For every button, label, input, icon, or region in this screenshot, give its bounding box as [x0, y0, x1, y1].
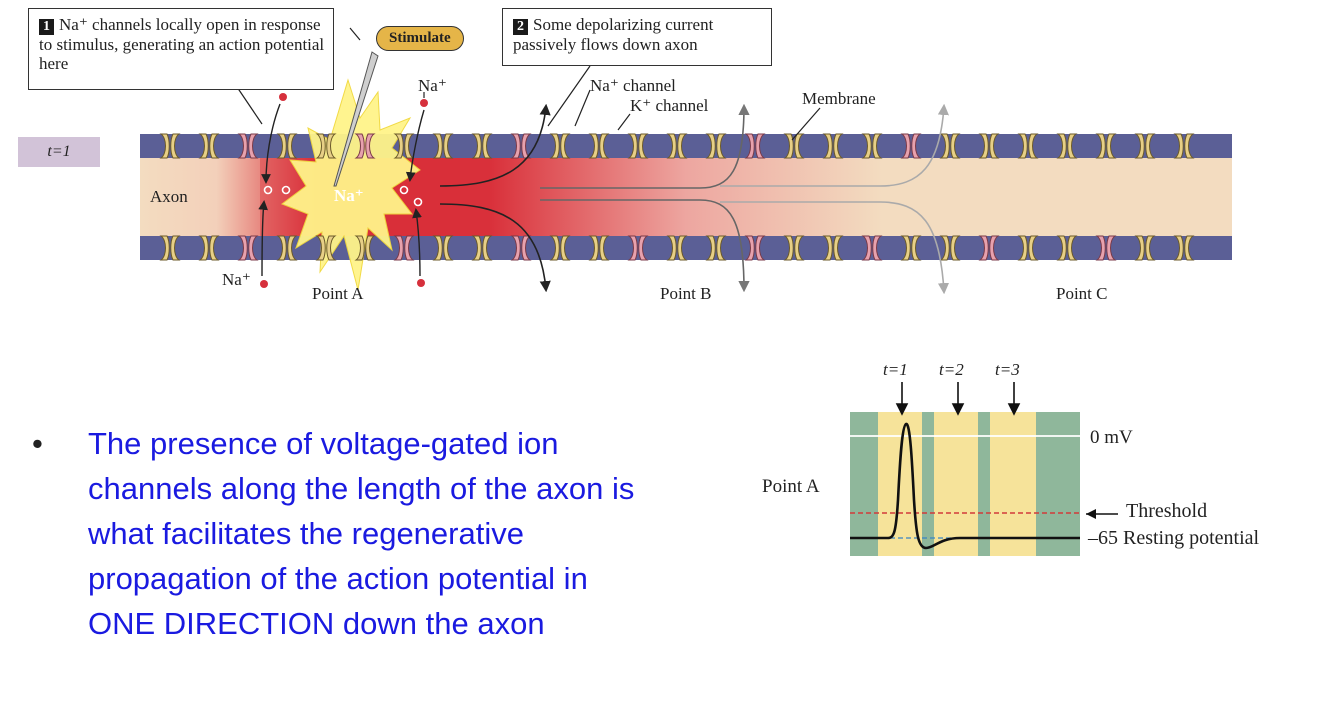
zero-mv-label: 0 mV [1090, 427, 1133, 448]
trace-time-2: t=2 [939, 360, 964, 379]
point-a-label: Point A [312, 284, 364, 303]
stimulate-label: Stimulate [376, 26, 464, 51]
point-b-label: Point B [660, 284, 712, 303]
point-c-label: Point C [1056, 284, 1108, 303]
na-channel-label: Na⁺ channel [590, 76, 676, 95]
callout-1-text: Na⁺ channels locally open in response to… [39, 15, 325, 73]
membrane-potential-trace [850, 382, 1118, 556]
axon-label: Axon [150, 187, 188, 206]
resting-label: –65 Resting potential [1088, 527, 1260, 549]
na-inside-label: Na⁺ [334, 186, 364, 205]
membrane-label: Membrane [802, 89, 876, 108]
axon-diagram [140, 27, 1232, 295]
na-top-label: Na⁺ [418, 76, 447, 95]
ion-entry-arrows [258, 103, 425, 277]
trace-time-3: t=3 [995, 360, 1020, 379]
na-bottom-label: Na⁺ [222, 270, 251, 289]
trace-row-label: Point A [762, 476, 820, 497]
bullet-dot: • [32, 426, 43, 461]
callout-2-number: 2 [513, 19, 528, 35]
na-ions [260, 93, 428, 288]
callout-2-text: Some depolarizing current passively flow… [513, 15, 714, 54]
threshold-label: Threshold [1126, 500, 1208, 522]
trace-time-1: t=1 [883, 360, 908, 379]
bullet-text: The presence of voltage-gated ion channe… [88, 426, 635, 641]
leader-lines [234, 27, 821, 141]
time-label: t=1 [18, 137, 100, 167]
callout-1-number: 1 [39, 19, 54, 35]
k-channel-label: K⁺ channel [630, 96, 709, 115]
current-flow-arrows [439, 103, 950, 295]
stimulating-electrode [333, 51, 379, 187]
stimulus-burst [280, 78, 421, 291]
